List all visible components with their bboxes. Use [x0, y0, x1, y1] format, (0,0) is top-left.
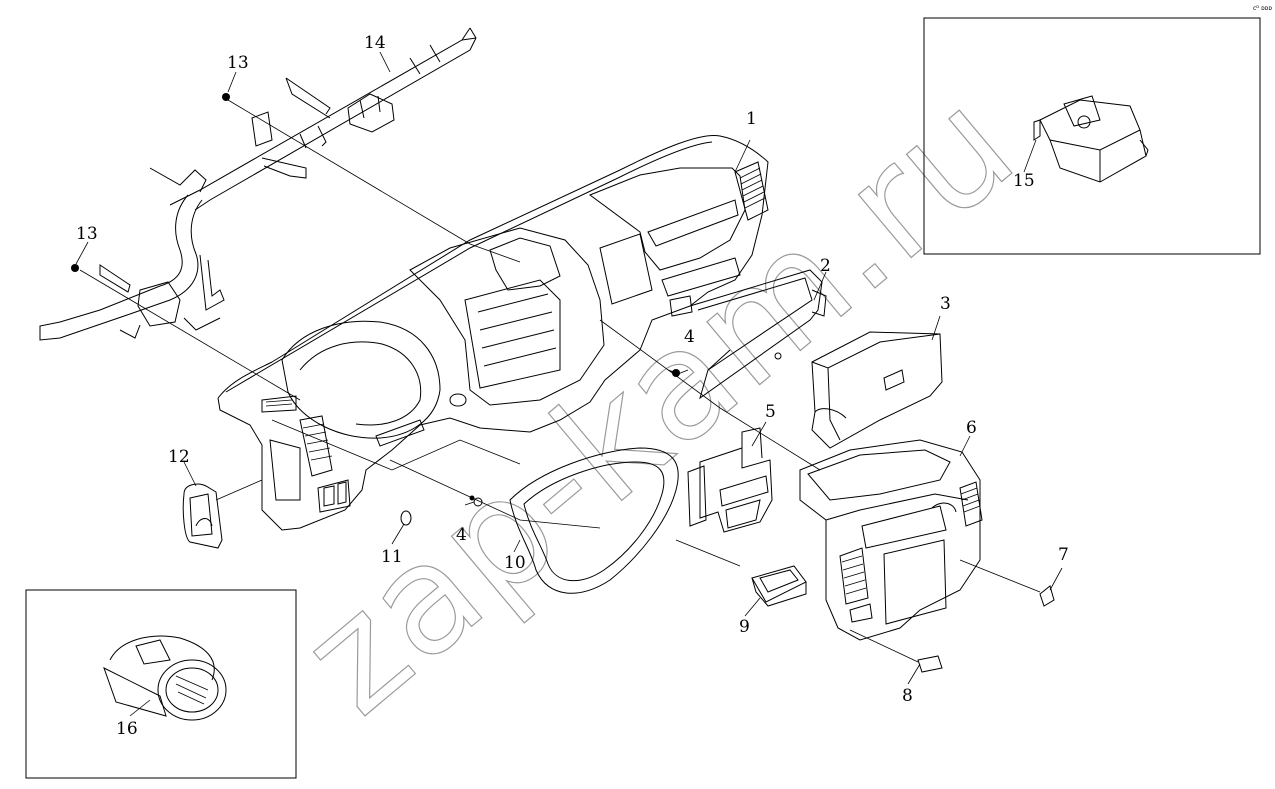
cluster-bezel — [509, 447, 679, 594]
fasteners — [71, 93, 680, 507]
inset-frame-15 — [923, 17, 1261, 255]
callout-7: 7 — [1058, 545, 1069, 565]
callout-9: 9 — [739, 617, 750, 637]
callout-13: 13 — [76, 224, 98, 244]
callout-4: 4 — [456, 525, 467, 545]
callout-5: 5 — [765, 402, 776, 422]
callout-10: 10 — [504, 553, 526, 573]
clip — [1033, 95, 1149, 183]
callout-16: 16 — [116, 719, 138, 739]
callout-12: 12 — [168, 447, 190, 467]
corner-code: сᴰ ᴅᴅᴅ — [1253, 5, 1272, 12]
dashboard-panel — [217, 134, 769, 531]
round-vent — [103, 635, 227, 721]
leader-lines — [75, 51, 1063, 717]
callout-8: 8 — [902, 686, 913, 706]
small-covers — [917, 585, 1055, 673]
callout-6: 6 — [966, 418, 977, 438]
callout-3: 3 — [940, 294, 951, 314]
radio-bracket — [687, 427, 773, 533]
callout-13: 13 — [227, 53, 249, 73]
callout-2: 2 — [820, 256, 831, 276]
glovebox-frame — [689, 269, 827, 400]
cross-car-beam — [39, 27, 477, 341]
callout-11: 11 — [381, 547, 403, 567]
center-console-panel — [799, 439, 983, 641]
watermark-text: zap-kam.ru — [271, 57, 1047, 747]
watermark: zap-kam.ru — [271, 57, 1048, 749]
glovebox-door — [811, 331, 943, 449]
ashtray — [751, 565, 807, 607]
callout-4: 4 — [684, 327, 695, 347]
side-vent-cover — [182, 483, 223, 549]
callout-1: 1 — [746, 109, 757, 129]
callout-15: 15 — [1013, 171, 1035, 191]
callout-14: 14 — [364, 33, 386, 53]
plug-cap — [400, 510, 412, 526]
inset-frame-16 — [25, 589, 297, 779]
